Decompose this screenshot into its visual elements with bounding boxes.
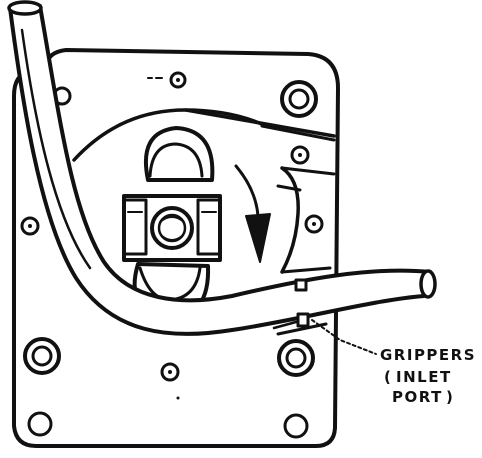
mounting-plate [12, 48, 340, 448]
callout-leader-line [311, 319, 377, 355]
down-arrow-icon [234, 164, 271, 263]
callout-line-inlet: INLET [396, 368, 452, 386]
tubing-top-end [7, 0, 43, 16]
mounting-hole-corner-bottom-left [27, 411, 53, 437]
upper-roller [143, 126, 215, 182]
mounting-hole-bottom-left [23, 337, 61, 375]
rotor-shaft [150, 206, 194, 250]
callout-line-open-paren: ( [384, 368, 392, 386]
pump-tubing [7, 0, 437, 336]
rotor-hub [122, 194, 222, 262]
grippers-callout-label: GRIPPERS ( INLET PORT ) [380, 346, 476, 406]
mounting-hole-mid-right [304, 214, 324, 234]
mounting-hole-bottom-center [160, 362, 180, 382]
mounting-hole-top-center [147, 71, 187, 89]
mounting-hole-mid-right-upper [290, 145, 310, 165]
callout-line-close-paren: ) [446, 388, 454, 406]
mounting-hole-bottom-right [277, 339, 315, 377]
mounting-hole-corner-bottom-right [283, 413, 309, 439]
callout-line-port: PORT [392, 388, 443, 406]
mounting-hole-top-right [280, 80, 318, 118]
callout-line-grippers: GRIPPERS [380, 346, 476, 364]
mounting-hole-mid-left [20, 216, 40, 236]
tubing-body [8, 4, 432, 336]
tubing-right-end [419, 269, 437, 299]
grippers-inlet-port [272, 278, 310, 330]
mounting-holes [20, 71, 324, 439]
